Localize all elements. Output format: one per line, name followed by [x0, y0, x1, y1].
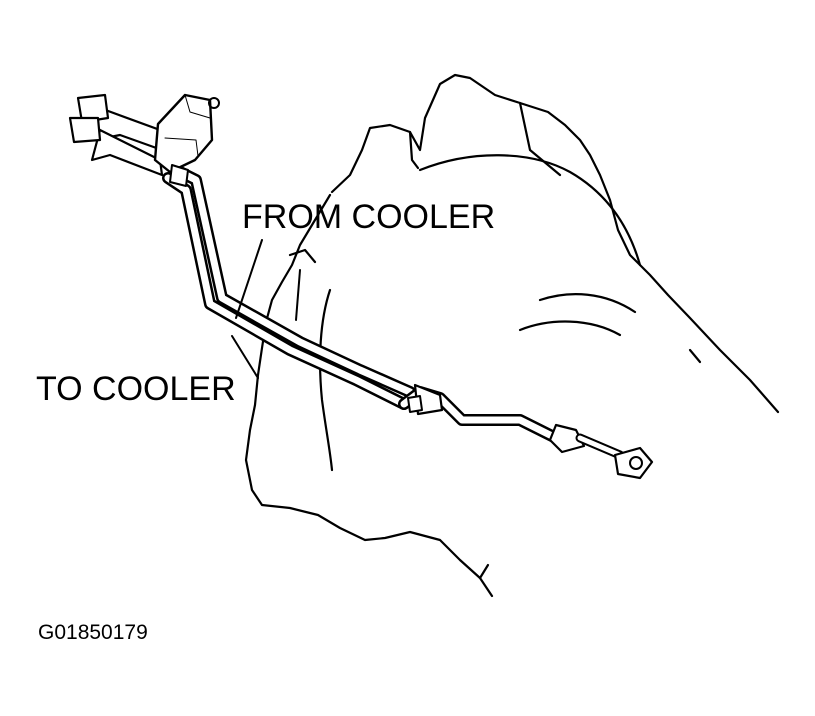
transmission-case — [244, 73, 780, 598]
from-cooler-leader-line-1 — [235, 239, 263, 319]
from-cooler-leader-line-2 — [295, 269, 301, 321]
from-cooler-label: FROM COOLER — [242, 198, 496, 236]
cooler-line-pair — [162, 166, 416, 410]
upper-bracket-assembly — [68, 93, 220, 187]
figure-code: G01850179 — [38, 621, 148, 644]
lower-fitting-assembly — [398, 383, 654, 480]
to-cooler-leader-line — [231, 335, 259, 379]
to-cooler-label: TO COOLER — [36, 370, 236, 408]
leader-lines — [231, 239, 301, 379]
